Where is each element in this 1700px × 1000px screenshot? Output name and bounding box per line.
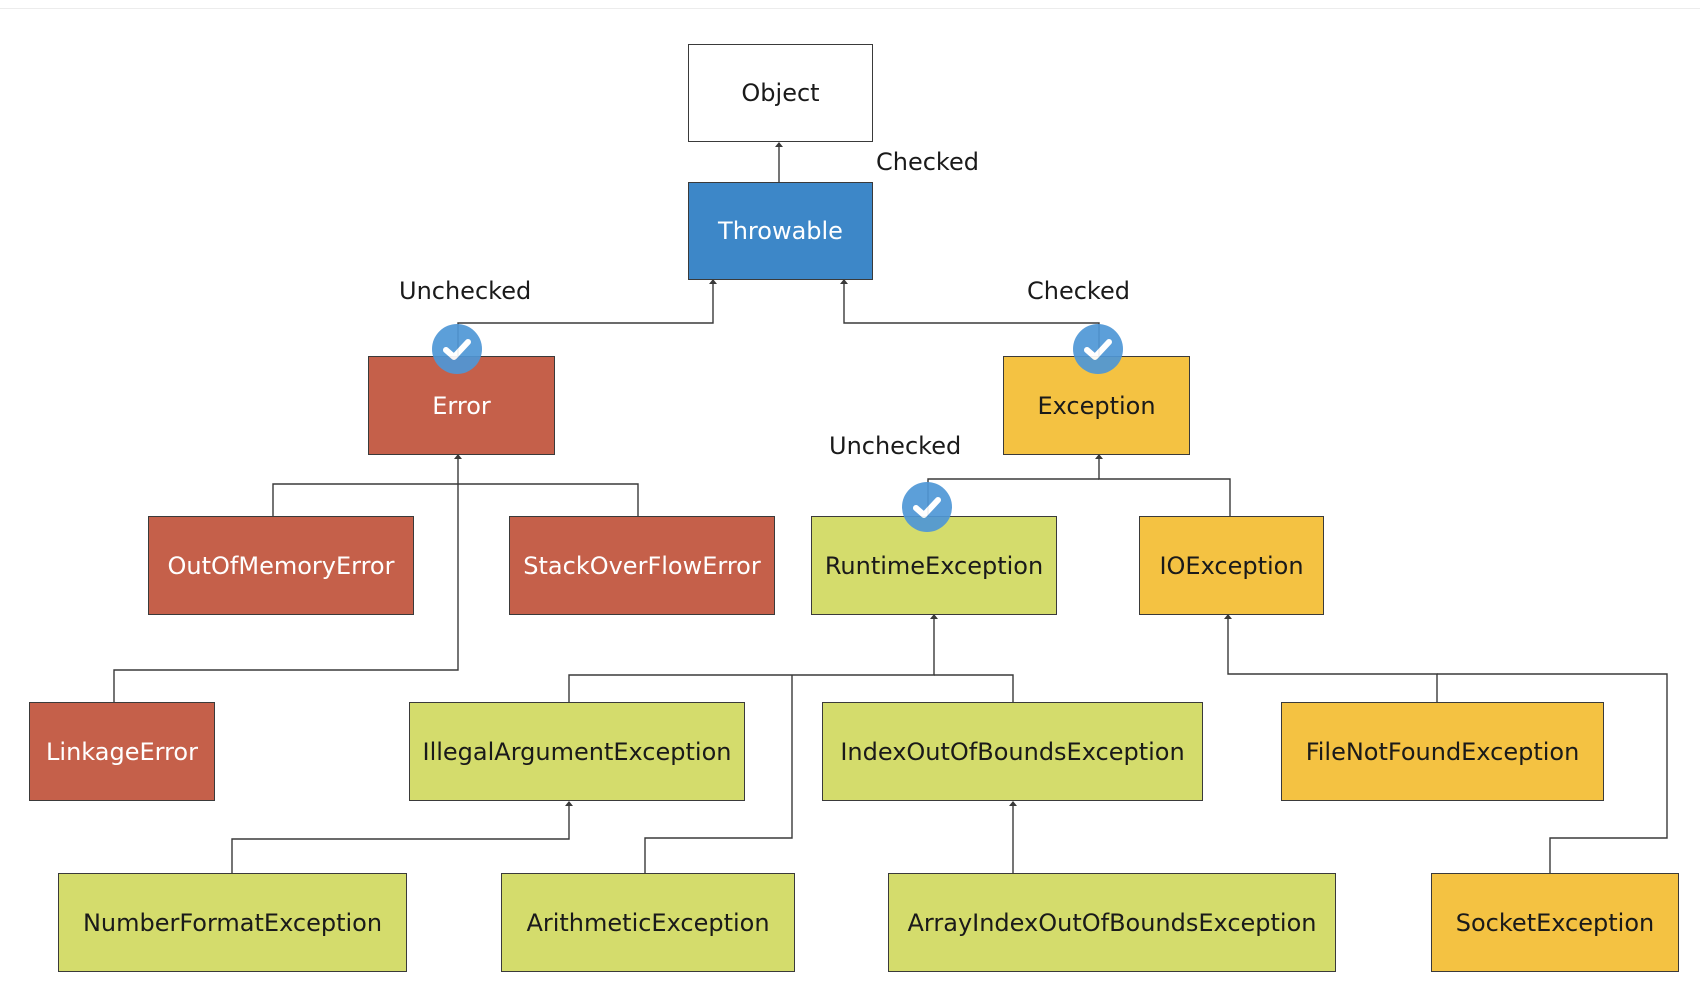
node-runtime-exception: RuntimeException [811,516,1057,615]
node-linkage-error: LinkageError [29,702,215,801]
check-icon [443,339,471,360]
node-error-label: Error [432,391,491,420]
node-stack-overflow-error-label: StackOverFlowError [523,551,761,580]
check-icon [913,497,941,518]
top-divider [0,8,1700,9]
node-index-out-of-bounds-exception: IndexOutOfBoundsException [822,702,1203,801]
node-linkage-error-label: LinkageError [46,737,198,766]
edge-arithmetic-runtime [644,675,793,873]
label-exception-checked: Checked [1027,277,1130,305]
node-file-not-found-exception: FileNotFoundException [1281,702,1604,801]
node-object-label: Object [741,79,820,107]
node-io-exception: IOException [1139,516,1324,615]
node-number-format-exception: NumberFormatException [58,873,407,972]
edge-illegalarg-runtime [568,614,938,702]
node-runtime-exception-label: RuntimeException [824,551,1044,580]
check-badge-exception [1073,324,1123,374]
check-badge-runtime-exception [902,482,952,532]
node-io-exception-label: IOException [1159,551,1304,580]
node-out-of-memory-error: OutOfMemoryError [148,516,414,615]
node-number-format-exception-label: NumberFormatException [82,908,383,937]
edge-stackoverflow-error [458,483,639,516]
node-illegal-argument-exception-label: IllegalArgumentException [422,737,732,766]
node-illegal-argument-exception: IllegalArgumentException [409,702,745,801]
edge-indexoob-runtime [934,674,1014,702]
node-throwable: Throwable [688,182,873,280]
edge-numberformat-illegalarg [231,801,573,873]
node-arithmetic-exception-label: ArithmeticException [526,908,770,937]
node-array-index-out-of-bounds-exception: ArrayIndexOutOfBoundsException [888,873,1336,972]
edge-io-exception [1095,454,1231,516]
node-exception-label: Exception [1037,391,1156,420]
label-runtime-unchecked: Unchecked [829,432,962,460]
node-socket-exception-label: SocketException [1455,908,1655,937]
edge-runtime-exception [927,478,1099,516]
check-badge-error [432,324,482,374]
node-index-out-of-bounds-exception-label: IndexOutOfBoundsException [840,737,1185,766]
edge-oom-error [272,483,458,516]
edge-linkage-error [113,454,462,702]
node-throwable-label: Throwable [718,217,843,245]
node-file-not-found-exception-label: FileNotFoundException [1305,737,1580,766]
node-object: Object [688,44,873,142]
check-icon [1084,339,1112,360]
node-socket-exception: SocketException [1431,873,1679,972]
label-error-unchecked: Unchecked [399,277,532,305]
node-array-index-out-of-bounds-exception-label: ArrayIndexOutOfBoundsException [907,908,1317,937]
node-exception: Exception [1003,356,1190,455]
edge-filenotfound-io [1224,614,1438,702]
node-arithmetic-exception: ArithmeticException [501,873,795,972]
label-throwable-checked: Checked [876,148,979,176]
edge-socket-io [1437,673,1668,873]
node-stack-overflow-error: StackOverFlowError [509,516,775,615]
node-out-of-memory-error-label: OutOfMemoryError [167,551,395,580]
